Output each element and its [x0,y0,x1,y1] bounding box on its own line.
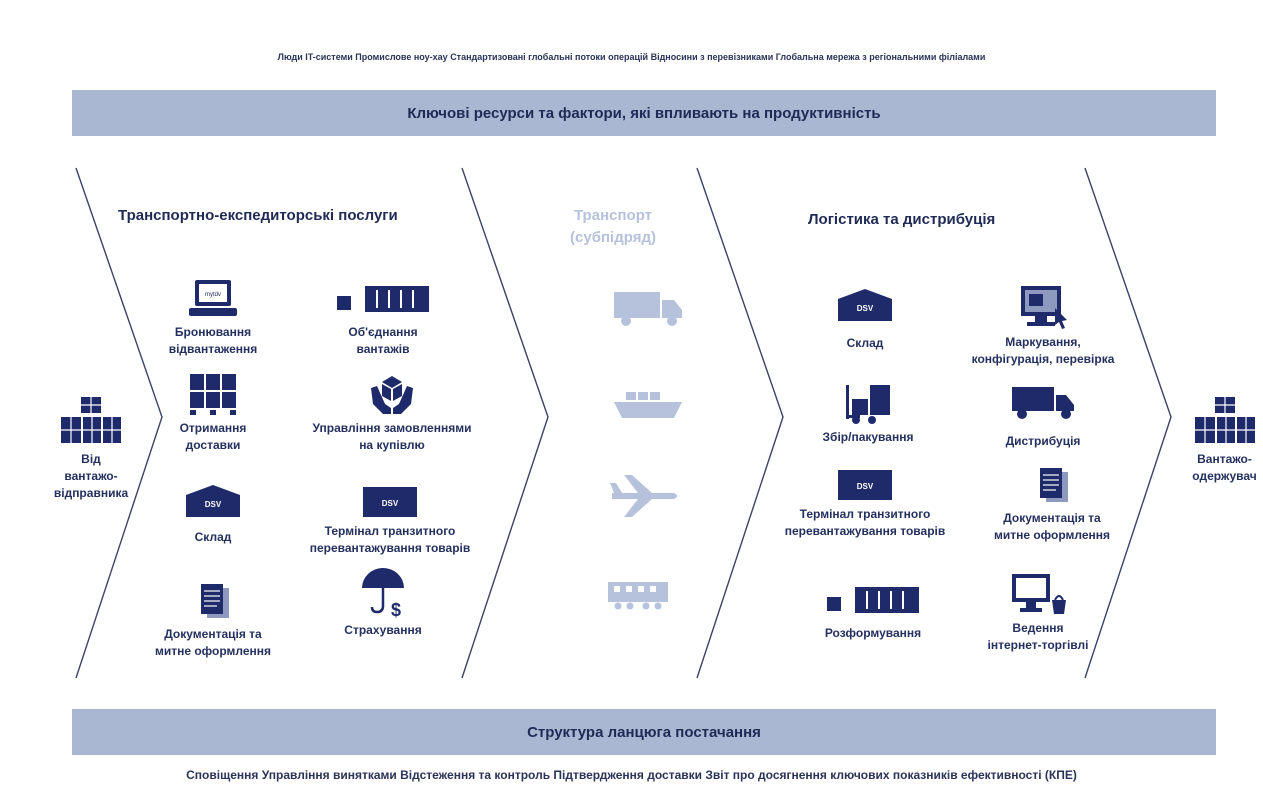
umbrella-icon: $ [362,568,404,618]
pallet-icon [190,374,236,415]
crossdock-line2: перевантажування товарів [309,541,471,555]
monitor-basket-icon [1012,574,1066,614]
receiver-line2: одержувач [1192,469,1257,483]
logistics-crossdock-line1: Термінал транзитного [799,507,931,521]
sender-label: Від вантажо- відправника [54,451,128,502]
booking-line1: Бронювання [174,325,252,339]
warehouse-icon: DSV [186,485,240,517]
plane-icon [610,475,677,517]
stacked-boxes-icon [61,397,121,443]
documents-icon [1040,468,1068,502]
logistics-title: Логістика та дистрибуція [808,211,996,228]
sender-line1: Від [81,452,101,466]
dsv-logo: DSV [382,499,399,508]
forwarding-title: Транспортно-експедиторські послуги [118,207,398,224]
transport-title-line2: (субпідряд) [570,229,656,246]
forwarding-crossdock: DSV Термінал транзитного перевантажуванн… [285,485,495,557]
hands-box-icon [371,376,413,414]
logistics-crossdock: DSV Термінал транзитного перевантажуванн… [760,468,970,540]
logistics-distribution: Дистрибуція [978,385,1108,450]
truck-icon [1012,387,1074,419]
dsv-logo: DSV [205,500,222,509]
laptop-icon: mytdv [189,280,237,316]
documents-line2: митне оформлення [154,644,272,658]
distribution-label: Дистрибуція [1005,434,1081,448]
dsv-logo: DSV [857,304,874,313]
logistics-documents: Документація та митне оформлення [972,464,1132,544]
supply-chain-banner: Структура ланцюга постачання [72,709,1216,755]
key-resources-title: Ключові ресурси та фактори, які впливают… [407,104,881,122]
ecommerce-line1: Ведення [1012,621,1064,635]
labelling-line2: конфігурація, перевірка [971,352,1115,366]
supply-chain-list: Сповіщення Управління винятками Відстеже… [186,768,1077,782]
forwarding-insurance: $ Страхування [318,566,448,639]
logistics-labelling: Маркування, конфігурація, перевірка [948,284,1138,368]
documents-line1: Документація та [164,627,262,641]
logistics-picking: Збір/пакування [808,381,928,446]
logistics-warehouse-label: Склад [846,336,884,350]
sender-line3: відправника [53,486,129,500]
order-management-line1: Управління замовленнями [312,421,472,435]
sender-line2: вантажо- [64,469,118,483]
forwarding-warehouse: DSV Склад [168,483,258,546]
logistics-deconsolidation: Розформування [798,585,948,642]
transport-title: Транспорт (субпідряд) [548,205,678,249]
forklift-icon [846,385,890,424]
terminal-icon: DSV [838,470,892,500]
dsv-logo: DSV [857,482,874,491]
warehouse-label: Склад [194,530,232,544]
stacked-boxes-icon [1194,397,1255,443]
forwarding-documents: Документація та митне оформлення [138,580,288,660]
container-icon [337,286,429,312]
insurance-label: Страхування [344,623,422,637]
booking-line2: відвантаження [168,342,258,356]
forwarding-receiving: Отримання доставки [148,372,278,454]
truck-icon [614,292,682,326]
computer-icon [1021,286,1067,329]
ecommerce-line2: інтернет-торгівлі [987,638,1089,652]
crossdock-line1: Термінал транзитного [324,524,456,538]
documents-icon [201,584,229,618]
sender-node: Від вантажо- відправника [50,395,132,502]
labelling-line1: Маркування, [1005,335,1081,349]
receiving-line2: доставки [185,438,241,452]
key-resources-list: Люди IT-системи Промислове ноу-хау Станд… [277,52,986,62]
receiver-line1: Вантажо- [1197,452,1252,466]
terminal-icon: DSV [363,487,417,517]
receiving-line1: Отримання [179,421,247,435]
receiver-node: Вантажо- одержувач [1186,395,1263,485]
forwarding-booking: mytdv Бронювання відвантаження [148,278,278,358]
supply-chain-title: Структура ланцюга постачання [527,723,761,741]
svg-text:$: $ [391,600,401,618]
deconsolidation-label: Розформування [824,626,922,640]
order-management-line2: на купівлю [359,438,425,452]
consolidation-line1: Об'єднання [348,325,418,339]
logistics-ecommerce: Ведення інтернет-торгівлі [968,572,1108,654]
picking-label: Збір/пакування [822,430,914,444]
warehouse-icon: DSV [838,289,892,321]
ship-icon [614,392,682,418]
consolidation-line2: вантажів [356,342,410,356]
transport-title-line1: Транспорт [573,207,653,224]
logistics-warehouse: DSV Склад [820,287,910,352]
logistics-crossdock-line2: перевантажування товарів [784,524,946,538]
forwarding-consolidation: Об'єднання вантажів [318,284,448,358]
rail-icon [608,582,668,610]
container-icon [827,587,919,613]
laptop-screen-text: mytdv [205,292,221,298]
forwarding-order-management: Управління замовленнями на купівлю [282,374,502,454]
key-resources-banner: Ключові ресурси та фактори, які впливают… [72,90,1216,136]
receiver-label: Вантажо- одержувач [1192,451,1256,485]
logistics-documents-line2: митне оформлення [993,528,1111,542]
logistics-documents-line1: Документація та [1003,511,1101,525]
